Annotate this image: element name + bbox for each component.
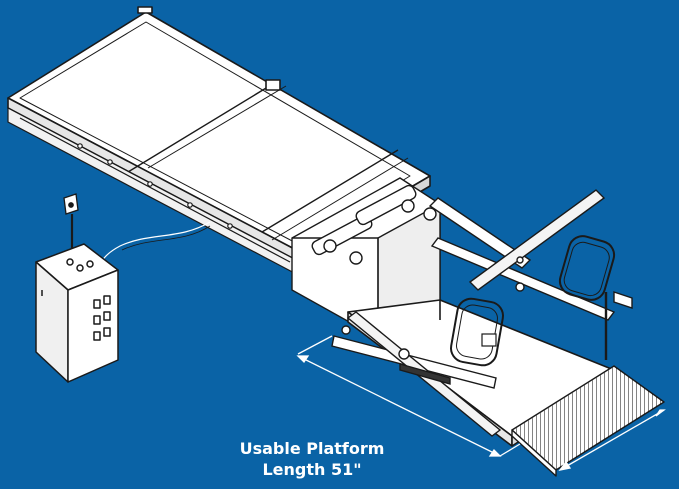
caption-line-1: Usable Platform — [239, 439, 385, 458]
side-rail — [7, 107, 301, 277]
power-cable — [99, 221, 211, 269]
caption-line-2: Length 51" — [262, 460, 362, 479]
control-box-drawing — [35, 243, 119, 383]
platform-length-caption: Usable Platform Length 51" — [222, 438, 402, 480]
grab-handles — [450, 235, 616, 367]
lower-scissor — [331, 311, 502, 437]
entry-ramp — [511, 365, 665, 477]
dimension-arrow-icon — [296, 335, 666, 471]
scissor-arms — [428, 189, 633, 321]
